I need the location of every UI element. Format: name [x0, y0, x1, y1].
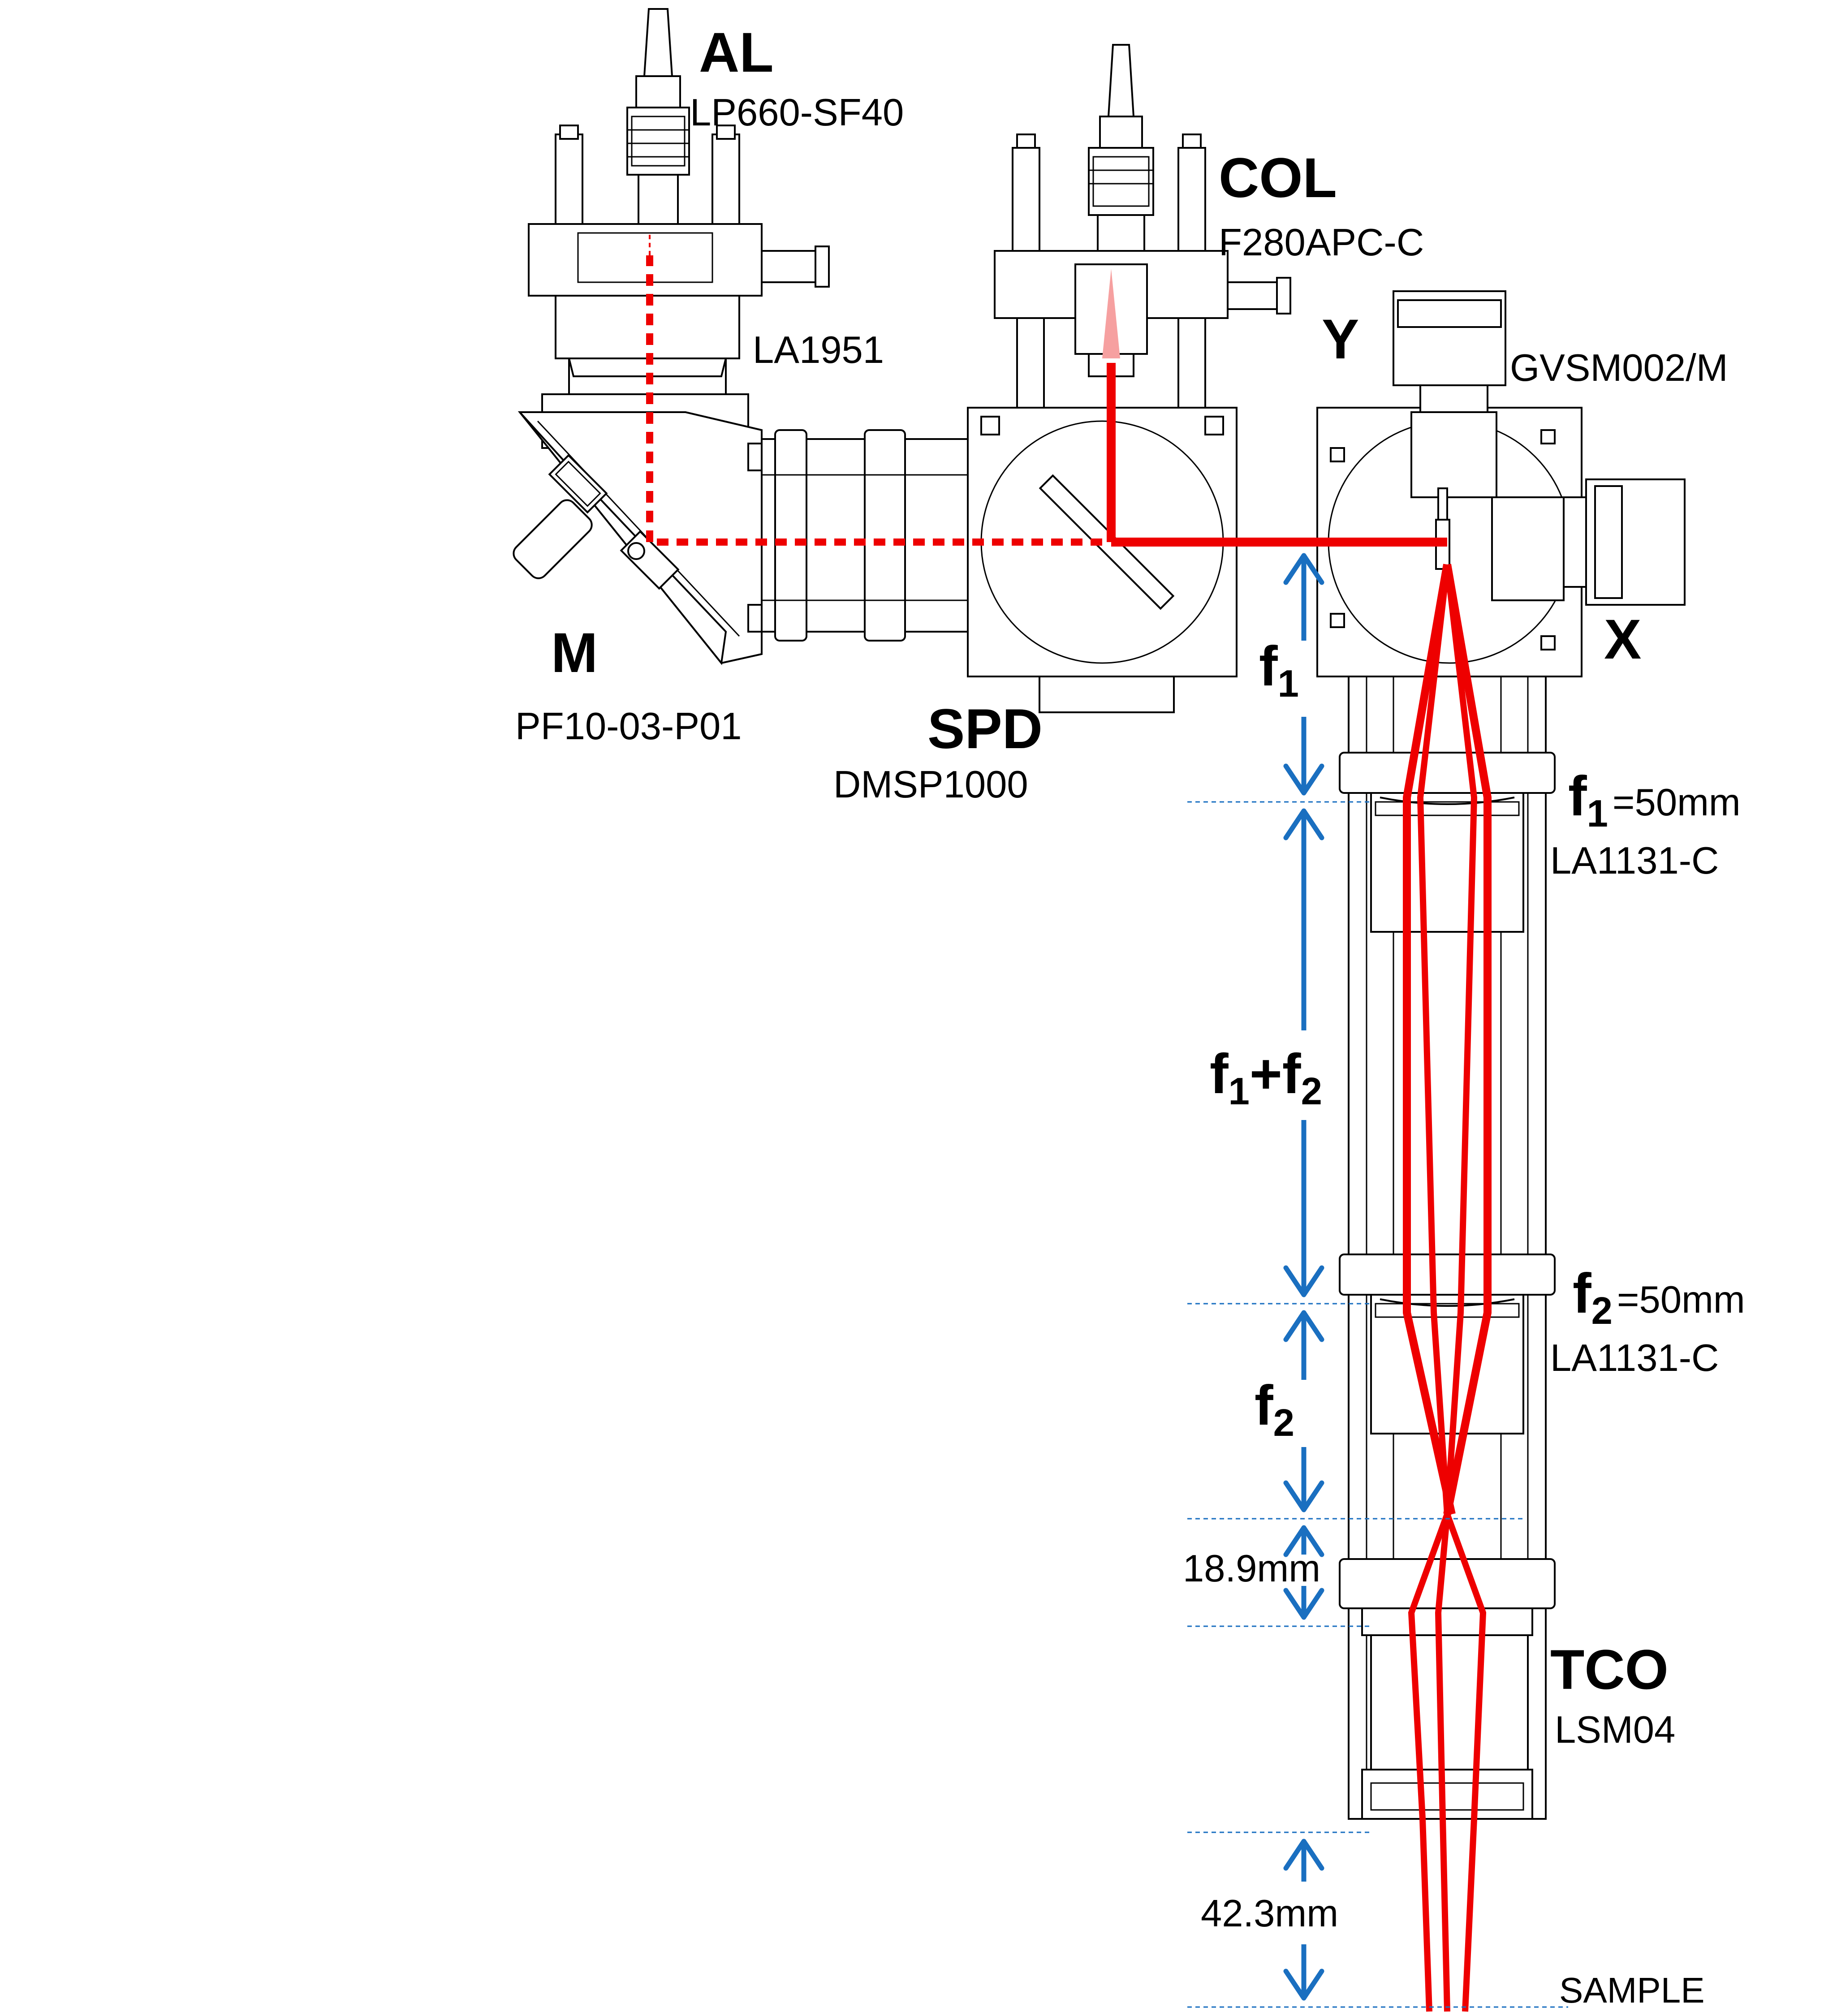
lens-la1951-label: LA1951	[753, 329, 884, 371]
tco-part-label: LSM04	[1555, 1709, 1675, 1751]
al-part-label: LP660-SF40	[690, 91, 904, 134]
dim-42-3mm-label: 42.3mm	[1201, 1892, 1338, 1935]
spd-part-label: DMSP1000	[833, 763, 1028, 806]
dim-f1-label: f1	[1259, 635, 1299, 705]
connecting-tube	[761, 429, 969, 642]
spd-dichroic-cube	[967, 407, 1238, 713]
scanned-beam-relay	[1403, 564, 1492, 2012]
spd-code-label: SPD	[927, 698, 1043, 760]
lens2-focal-label: f2=50mm	[1573, 1262, 1745, 1332]
emission-beam-path	[646, 233, 1102, 546]
excitation-beam-path	[1102, 269, 1447, 547]
galvo-y-label: Y	[1322, 308, 1359, 370]
sample-label: SAMPLE	[1559, 1970, 1705, 2010]
col-part-label: F280APC-C	[1219, 221, 1424, 264]
component-labels: AL LP660-SF40 COL F280APC-C LA1951 Y GVS…	[515, 22, 1745, 2010]
mirror-mount	[513, 411, 767, 665]
lens2-part-label: LA1131-C	[1550, 1337, 1719, 1379]
dimension-lines	[1187, 553, 1568, 2008]
al-fiber-adapter-assembly	[528, 8, 830, 449]
lens1-part-label: LA1131-C	[1550, 840, 1719, 882]
col-code-label: COL	[1219, 147, 1337, 209]
cage-tube-system	[1339, 676, 1556, 1820]
lens1-focal-label: f1=50mm	[1568, 765, 1741, 835]
al-code-label: AL	[699, 22, 774, 84]
dim-18-9mm-label: 18.9mm	[1183, 1547, 1320, 1590]
tco-code-label: TCO	[1550, 1639, 1669, 1701]
dim-f1f2-label: f1+f2	[1210, 1043, 1322, 1113]
galvo-part-label: GVSM002/M	[1510, 347, 1728, 389]
mirror-part-label: PF10-03-P01	[515, 705, 742, 748]
mirror-code-label: M	[551, 622, 598, 684]
galvo-x-label: X	[1604, 608, 1641, 671]
dim-f2-label: f2	[1255, 1374, 1294, 1444]
dimension-labels: f1 f1+f2 f2 18.9mm 42.3mm	[1183, 635, 1338, 1935]
